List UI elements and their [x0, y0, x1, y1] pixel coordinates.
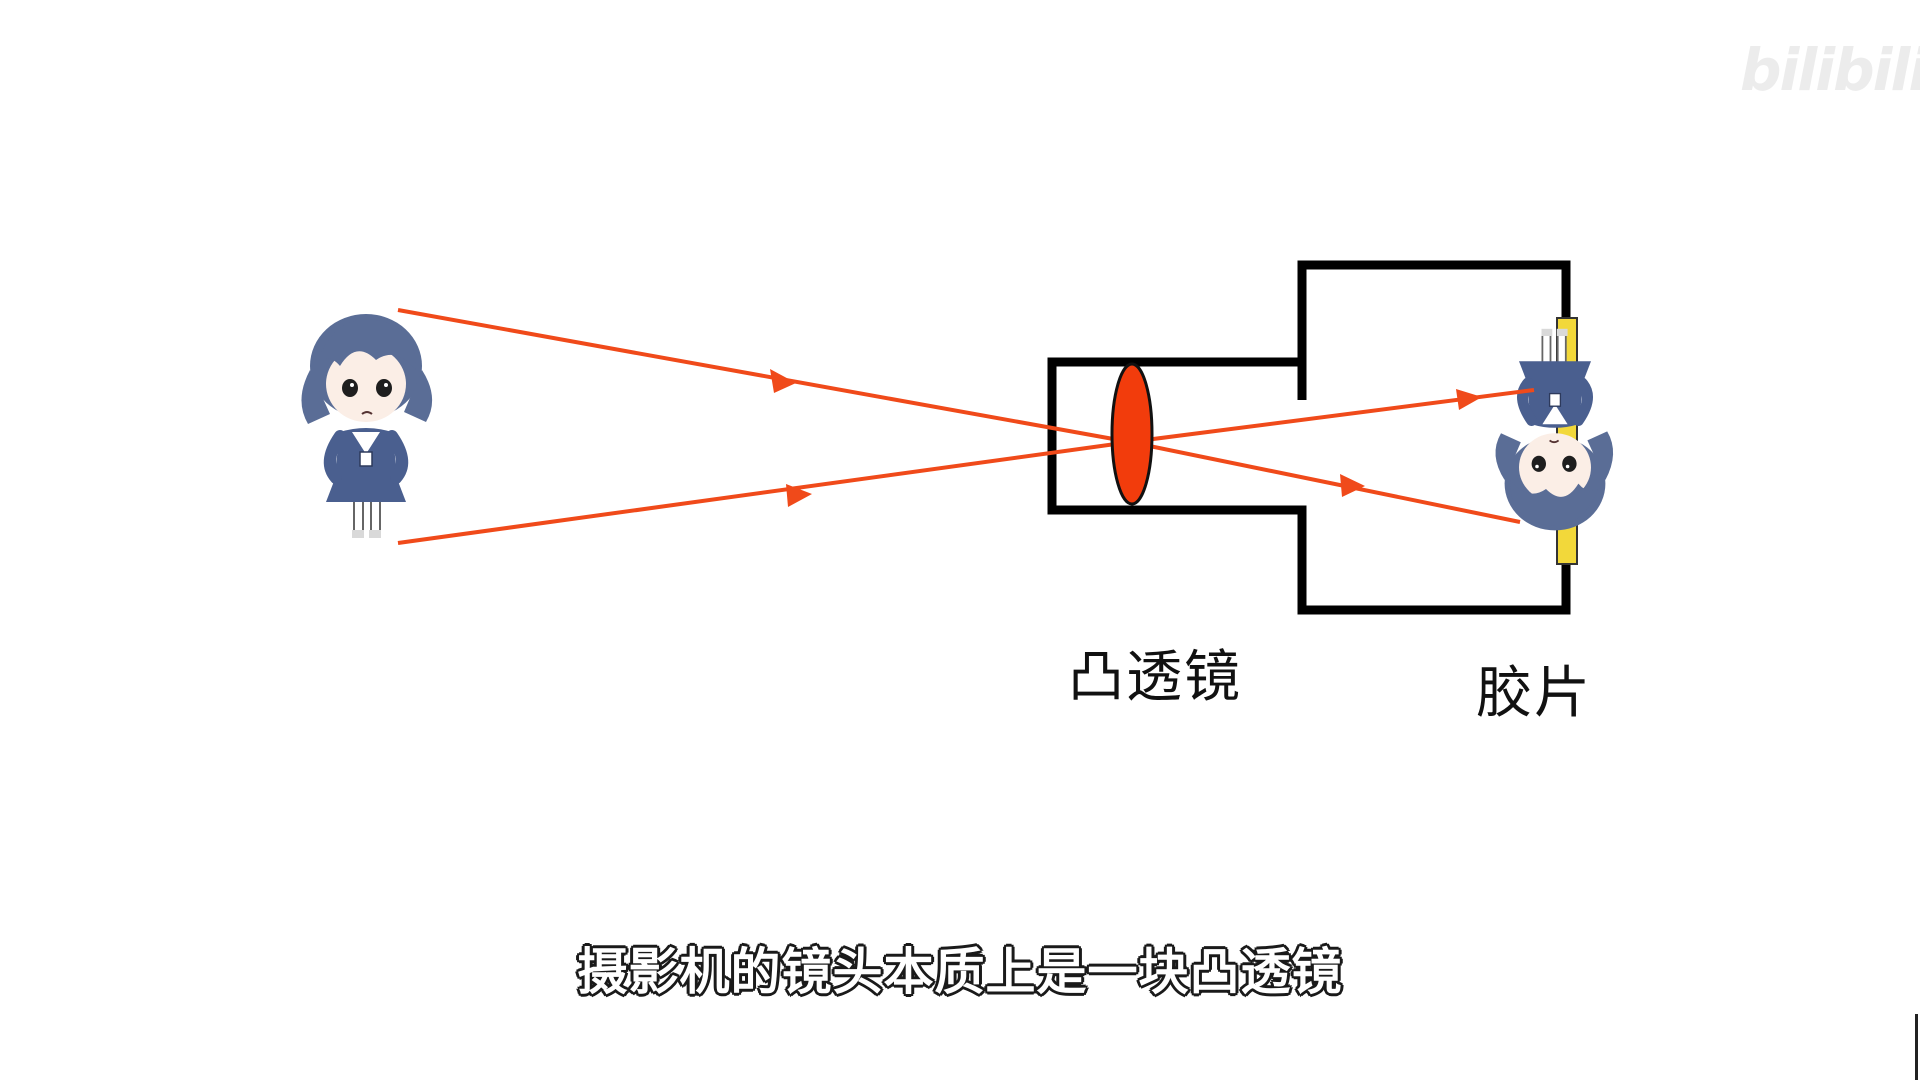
ray-bottom-incident: [397, 440, 1131, 545]
edge-marker: [1915, 1014, 1918, 1080]
film-label: 胶片: [1476, 661, 1592, 726]
camera-body-outline: [1047, 260, 1571, 615]
subtitle-caption: 摄影机的镜头本质上是一块凸透镜: [577, 943, 1343, 1001]
ray-arrowheads: [770, 369, 1482, 507]
bilibili-watermark: bilibili: [1740, 36, 1920, 104]
lens-label: 凸透镜: [1068, 645, 1242, 710]
arrow-bottom-refracted: [1456, 389, 1482, 410]
object-character-icon: [301, 314, 432, 538]
arrow-top-incident: [770, 369, 796, 393]
ray-top-refracted: [1129, 440, 1521, 524]
image-character-icon: [1495, 329, 1613, 531]
arrow-top-refracted: [1340, 474, 1365, 497]
light-rays: [397, 308, 1535, 545]
ray-top-incident: [397, 308, 1131, 444]
convex-lens: [1110, 362, 1154, 506]
arrow-bottom-incident: [786, 484, 812, 507]
